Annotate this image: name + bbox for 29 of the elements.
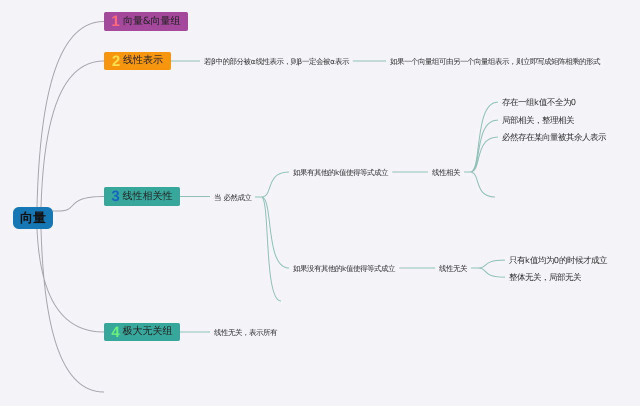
- topic-number: 2: [112, 54, 120, 68]
- topic-number: 4: [111, 324, 120, 340]
- topic-box: [104, 12, 188, 31]
- branch-text: 必然存在某向量被其余人表示: [498, 132, 610, 142]
- branch-text: 只有k值均为0的时候才成立: [505, 255, 612, 266]
- topic-box: [104, 323, 180, 341]
- branch-line: [464, 172, 496, 198]
- topic-label: 极大无关组: [122, 327, 173, 337]
- branch-text: 局部相关，整理相关: [498, 115, 578, 126]
- branch-line: [36, 228, 104, 332]
- branch-line: [52, 196, 104, 212]
- topic-label: 向量&向量组: [122, 16, 181, 26]
- root-box: 向量: [13, 207, 53, 229]
- topic-number: 3: [111, 189, 120, 204]
- branch-text: 存在一组k值不全为0: [498, 97, 580, 108]
- branch-line: [392, 172, 428, 173]
- branch-line: [254, 196, 282, 302]
- topic-box: [104, 52, 171, 70]
- topic-box: [104, 187, 180, 206]
- branch-line: [352, 60, 386, 62]
- topic-number: 1: [111, 14, 120, 29]
- branch-line: [398, 268, 436, 269]
- branch-line: [180, 196, 210, 197]
- branch-line: [470, 268, 506, 278]
- branch-text: 整体无关，局部无关: [505, 272, 585, 282]
- topic-label: 线性相关性: [122, 192, 173, 202]
- topic-label: 线性表示: [123, 56, 164, 66]
- branch-line: [170, 60, 200, 62]
- branch-line: [40, 228, 104, 392]
